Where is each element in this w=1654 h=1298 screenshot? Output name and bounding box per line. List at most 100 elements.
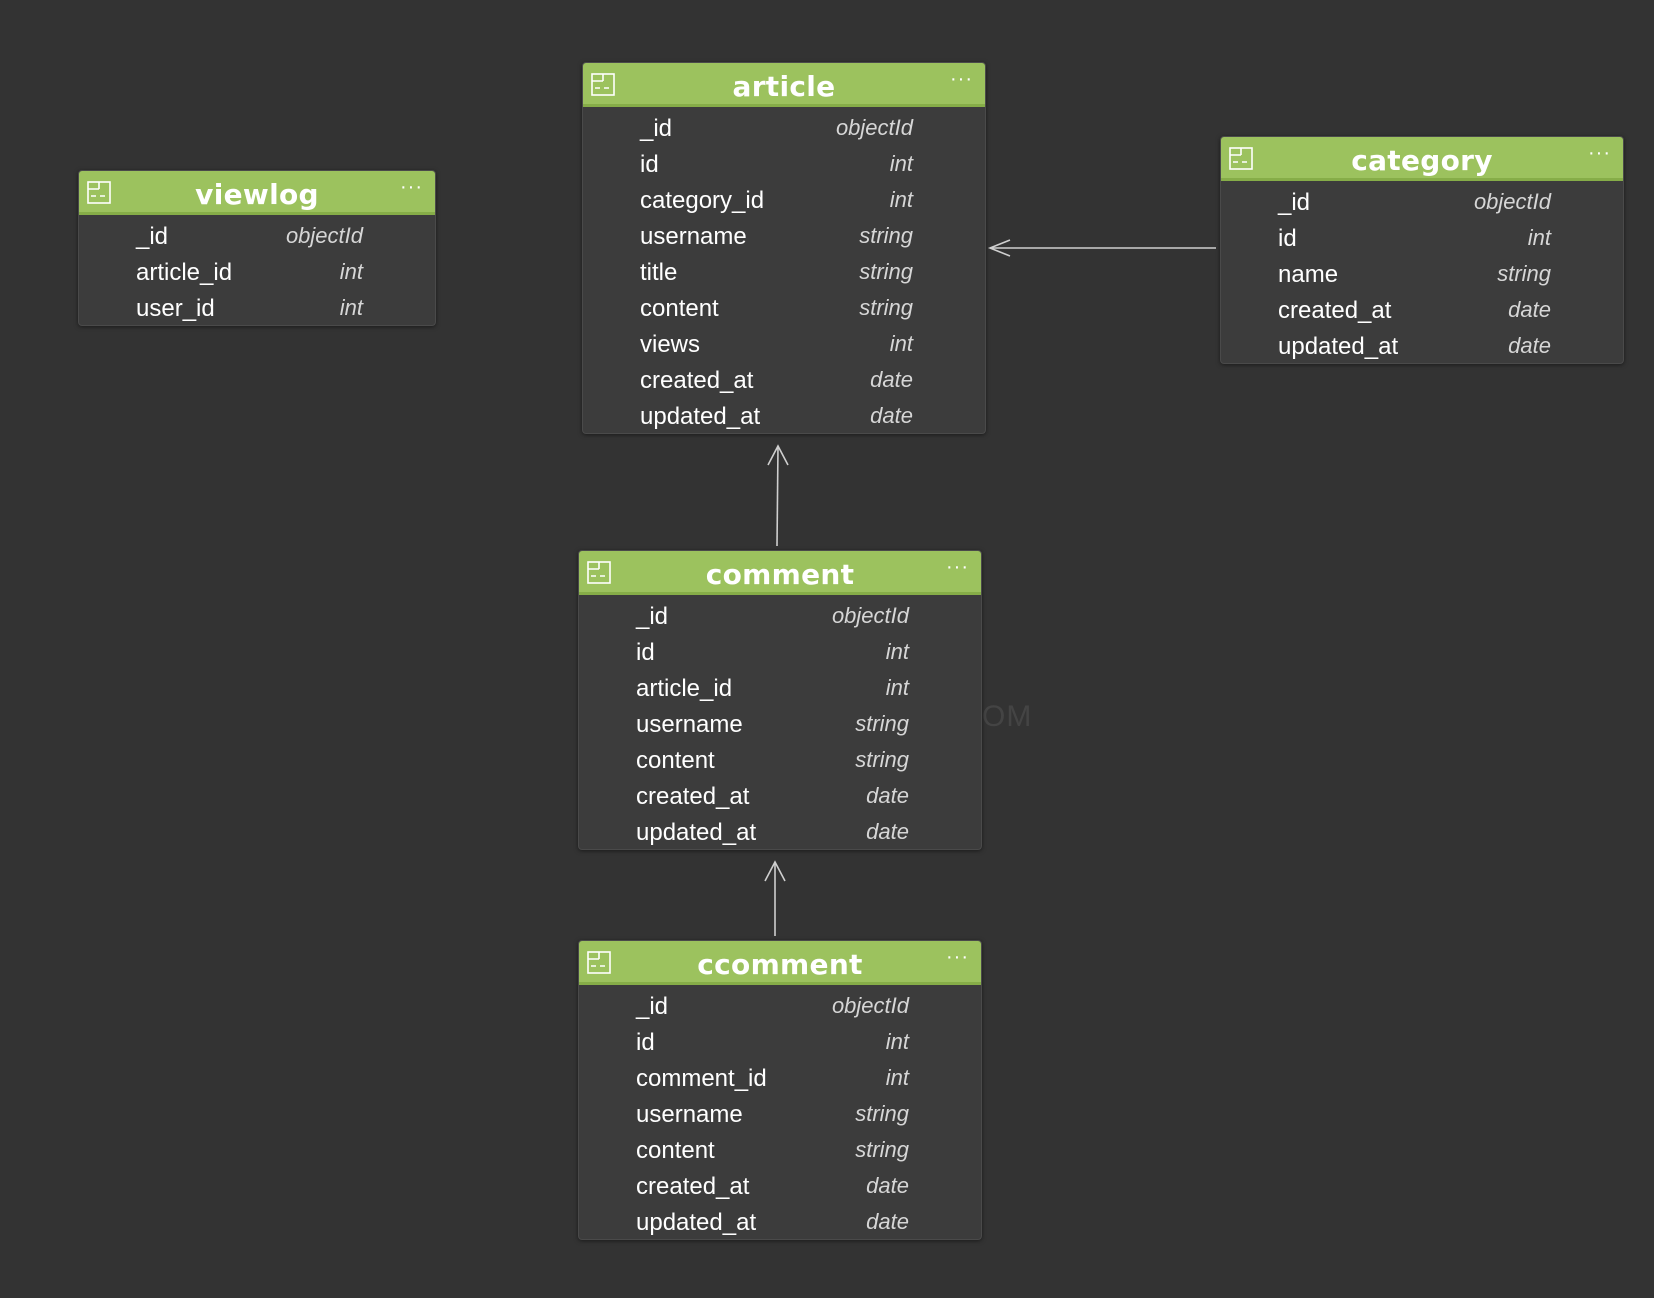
field-type: int (1527, 225, 1551, 250)
table-icon (587, 951, 613, 975)
field-name: updated_at (640, 403, 761, 430)
field-name: article_id (136, 259, 233, 286)
field-name: name (1278, 261, 1339, 288)
field-type: string (859, 223, 913, 248)
field-name: views (640, 331, 701, 358)
field-name: id (1278, 225, 1297, 252)
field-type: date (866, 1173, 909, 1198)
table-icon (87, 181, 113, 205)
table-header[interactable]: article ··· (583, 63, 985, 107)
field-name: id (640, 151, 659, 178)
table-icon (1229, 147, 1255, 171)
field-name: created_at (636, 783, 750, 810)
table-title: comment (705, 558, 855, 591)
field-name: category_id (640, 187, 765, 214)
field-row[interactable]: username string (579, 705, 981, 741)
field-name: username (640, 223, 747, 250)
field-type: string (859, 259, 913, 284)
table-title: viewlog (195, 178, 319, 211)
table-header[interactable]: viewlog ··· (79, 171, 435, 215)
table-icon (591, 73, 617, 97)
field-name: user_id (136, 295, 215, 322)
field-type: int (889, 187, 913, 212)
field-name: username (636, 711, 743, 738)
field-name: updated_at (636, 1209, 757, 1236)
table-icon (587, 561, 613, 585)
field-type: objectId (285, 223, 363, 248)
field-type: int (339, 259, 363, 284)
more-options-icon[interactable]: ··· (1588, 142, 1611, 164)
more-options-icon[interactable]: ··· (950, 68, 973, 90)
field-name: comment_id (636, 1065, 767, 1092)
field-row[interactable]: category_id int (583, 181, 985, 217)
field-row[interactable]: user_id int (79, 289, 435, 325)
field-type: string (855, 1137, 909, 1162)
field-row[interactable]: article_id int (79, 253, 435, 289)
field-row[interactable]: id int (583, 145, 985, 181)
more-options-icon[interactable]: ··· (946, 556, 969, 578)
relation-line-comment-to-article (776, 445, 779, 547)
table-title: category (1351, 144, 1493, 177)
field-name: username (636, 1101, 743, 1128)
field-type: string (855, 747, 909, 772)
field-type: int (885, 639, 909, 664)
field-row[interactable]: id int (1221, 219, 1623, 255)
field-type: int (339, 295, 363, 320)
field-name: content (640, 295, 719, 322)
field-row[interactable]: views int (583, 325, 985, 361)
field-row[interactable]: username string (583, 217, 985, 253)
field-name: article_id (636, 675, 733, 702)
table-title: ccomment (697, 948, 863, 981)
field-type: int (885, 1029, 909, 1054)
field-type: int (889, 331, 913, 356)
field-row[interactable]: username string (579, 1095, 981, 1131)
field-type: string (855, 711, 909, 736)
arrow-head-icon (767, 444, 789, 466)
field-type: date (870, 403, 913, 428)
field-type: objectId (835, 115, 913, 140)
table-header[interactable]: comment ··· (579, 551, 981, 595)
table-title: article (732, 70, 836, 103)
field-name: created_at (640, 367, 754, 394)
table-header[interactable]: category ··· (1221, 137, 1623, 181)
field-name: _id (636, 993, 669, 1020)
field-type: int (885, 1065, 909, 1090)
more-options-icon[interactable]: ··· (946, 946, 969, 968)
field-row[interactable]: comment_id int (579, 1059, 981, 1095)
field-row[interactable]: updated_at date (583, 397, 985, 433)
field-type: int (889, 151, 913, 176)
field-type: string (855, 1101, 909, 1126)
table-header[interactable]: ccomment ··· (579, 941, 981, 985)
field-type: objectId (831, 603, 909, 628)
field-type: date (866, 819, 909, 844)
more-options-icon[interactable]: ··· (400, 176, 423, 198)
